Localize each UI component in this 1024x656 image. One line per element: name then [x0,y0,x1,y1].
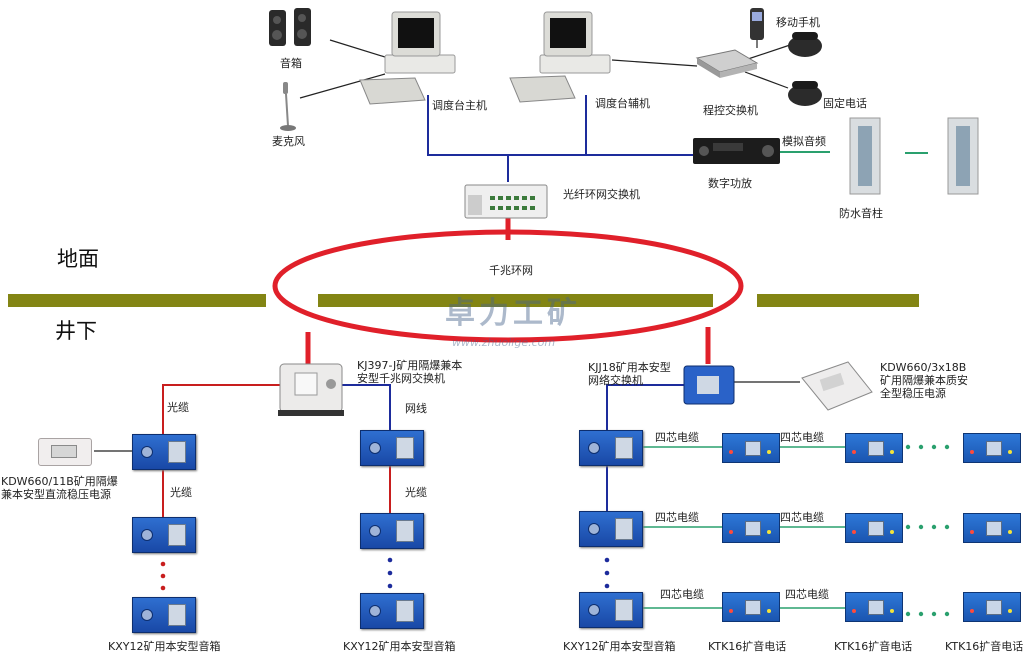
console-main-label: 调度台主机 [432,99,487,112]
fiber-ring-switch-icon [464,184,548,219]
digital-amplifier-icon [693,138,780,164]
ktk16-label: KTK16扩音电话 [945,640,1024,653]
fiber-cable-label: 光缆 [167,401,189,414]
four-core-cable-label: 四芯电缆 [655,511,699,524]
kxy12-speaker-device [579,511,643,547]
ktk16-phone-device [845,592,903,622]
kdw660-11b-power-supply-icon [38,438,92,466]
surface-label: 地面 [57,247,99,271]
kj397-switch-icon [278,363,344,416]
network-cable-label: 网线 [405,402,427,415]
console-aux-label: 调度台辅机 [595,97,650,110]
kxy12-speaker-device [360,430,424,466]
computer-icon [509,11,611,103]
kxy12-speaker-device [579,430,643,466]
kxy12-speaker-device [132,597,196,633]
microphone-icon [280,82,296,131]
fiber-cable-label: 光缆 [405,486,427,499]
kjj18-switch-icon [683,365,735,405]
ktk16-phone-device [845,433,903,463]
kxy12-speaker-device [360,513,424,549]
ktk16-phone-device [845,513,903,543]
waterproof-column-label: 防水音柱 [839,207,883,220]
ground-divider [8,294,919,307]
ktk16-phone-device [963,433,1021,463]
kxy12-label: KXY12矿用本安型音箱 [563,640,676,653]
four-core-cable-label: 四芯电缆 [780,511,824,524]
watermark-text: 卓力工矿 [445,296,581,331]
fiber-cable-label: 光缆 [170,486,192,499]
watermark-url: www.zhuolige.com [452,336,556,349]
kxy12-label: KXY12矿用本安型音箱 [343,640,456,653]
kdw660-11b-label: KDW660/11B矿用隔爆兼本安型直流稳压电源 [1,475,118,501]
waterproof-column-icon [849,117,979,195]
kxy12-label: KXY12矿用本安型音箱 [108,640,221,653]
telephone-icon [788,32,822,106]
ktk16-label: KTK16扩音电话 [708,640,787,653]
mobile-phone-icon [750,8,764,40]
analog-audio-label: 模拟音频 [782,135,826,148]
speaker-icon [269,8,311,46]
speaker-label: 音箱 [280,57,302,70]
kxy12-speaker-device [132,517,196,553]
underground-label: 井下 [55,319,97,343]
kjj18-label: KJJ18矿用本安型网络交换机 [588,361,671,387]
gigabit-ring-label: 千兆环网 [489,264,533,277]
fiber-ring-switch-label: 光纤环网交换机 [563,188,640,201]
computer-icon [359,11,456,105]
ring-red-links [305,217,711,364]
underground-links [94,381,845,609]
kxy12-speaker-device [360,593,424,629]
ktk16-phone-device [722,592,780,622]
kj397-label: KJ397-J矿用隔爆兼本安型千兆网交换机 [357,359,463,385]
microphone-label: 麦克风 [272,135,305,148]
four-core-cable-label: 四芯电缆 [785,588,829,601]
four-core-cable-label: 四芯电缆 [660,588,704,601]
kxy12-speaker-device [132,434,196,470]
fixed-phone-label: 固定电话 [823,97,867,110]
ktk16-phone-device [963,592,1021,622]
ktk16-phone-device [722,513,780,543]
digital-amp-label: 数字功放 [708,177,752,190]
ktk16-phone-device [722,433,780,463]
four-core-cable-label: 四芯电缆 [780,431,824,444]
pbx-switch-icon [695,49,759,78]
mobile-phone-label: 移动手机 [776,16,820,29]
ktk16-label: KTK16扩音电话 [834,640,913,653]
continuation-dots [160,444,950,617]
pbx-label: 程控交换机 [703,104,758,117]
kdw660-3x18b-power-supply-icon [801,361,873,411]
kdw660-3x18b-label: KDW660/3x18B矿用隔爆兼本质安全型稳压电源 [880,361,968,400]
four-core-cable-label: 四芯电缆 [655,431,699,444]
kxy12-speaker-device [579,592,643,628]
analog-audio-link [780,151,928,154]
surface-device-links [299,28,791,99]
ktk16-phone-device [963,513,1021,543]
